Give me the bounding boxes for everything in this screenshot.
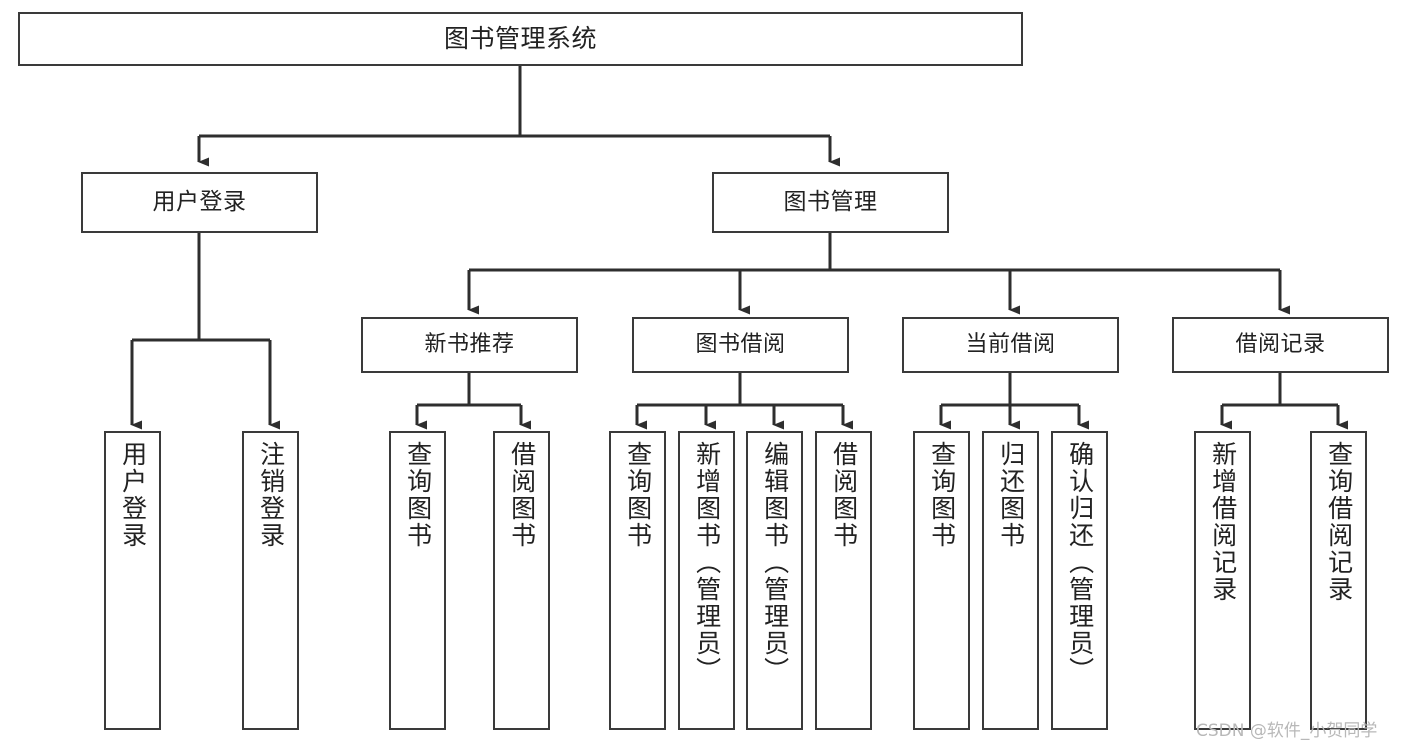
leaf-borrow-book-recommend[interactable]: 借阅图书 <box>493 431 550 730</box>
node-label: 图书借阅 <box>695 332 786 358</box>
node-label: 归还图书 <box>996 441 1026 549</box>
node-label: 查询借阅记录 <box>1324 441 1354 603</box>
node-label: 用户登录 <box>118 441 148 549</box>
node-label: 图书管理系统 <box>443 24 597 54</box>
node-label: 新增借阅记录 <box>1208 441 1238 603</box>
node-label: 当前借阅 <box>965 332 1056 358</box>
node-label: 查询图书 <box>927 441 957 549</box>
node-current-borrow[interactable]: 当前借阅 <box>902 317 1119 373</box>
leaf-add-book-admin[interactable]: 新增图书（管理员） <box>678 431 735 730</box>
leaf-confirm-return-admin[interactable]: 确认归还（管理员） <box>1051 431 1108 730</box>
leaf-query-book-current[interactable]: 查询图书 <box>913 431 970 730</box>
leaf-borrow-book[interactable]: 借阅图书 <box>815 431 872 730</box>
node-label: 新书推荐 <box>424 332 515 358</box>
node-label: 查询图书 <box>403 441 433 549</box>
node-user-login[interactable]: 用户登录 <box>81 172 318 233</box>
csdn-watermark: CSDN @软件_小贺同学 <box>1196 721 1378 741</box>
node-label: 借阅图书 <box>507 441 537 549</box>
leaf-add-borrow-record[interactable]: 新增借阅记录 <box>1194 431 1251 730</box>
node-root-book-management-system[interactable]: 图书管理系统 <box>18 12 1023 66</box>
leaf-query-book-borrow[interactable]: 查询图书 <box>609 431 666 730</box>
leaf-return-book[interactable]: 归还图书 <box>982 431 1039 730</box>
leaf-logout-login[interactable]: 注销登录 <box>242 431 299 730</box>
leaf-query-book-recommend[interactable]: 查询图书 <box>389 431 446 730</box>
leaf-query-borrow-record[interactable]: 查询借阅记录 <box>1310 431 1367 730</box>
node-label: 借阅图书 <box>829 441 859 549</box>
node-label: 查询图书 <box>623 441 653 549</box>
leaf-user-login[interactable]: 用户登录 <box>104 431 161 730</box>
leaf-edit-book-admin[interactable]: 编辑图书（管理员） <box>746 431 803 730</box>
node-label: 注销登录 <box>256 441 286 549</box>
node-book-borrow[interactable]: 图书借阅 <box>632 317 849 373</box>
node-new-book-recommend[interactable]: 新书推荐 <box>361 317 578 373</box>
node-borrow-record[interactable]: 借阅记录 <box>1172 317 1389 373</box>
node-label: 编辑图书（管理员） <box>760 441 790 684</box>
node-label: 新增图书（管理员） <box>692 441 722 684</box>
node-label: 用户登录 <box>152 189 247 216</box>
node-label: 确认归还（管理员） <box>1065 441 1095 684</box>
node-label: 图书管理 <box>783 189 878 216</box>
node-label: 借阅记录 <box>1235 332 1326 358</box>
node-book-management[interactable]: 图书管理 <box>712 172 949 233</box>
